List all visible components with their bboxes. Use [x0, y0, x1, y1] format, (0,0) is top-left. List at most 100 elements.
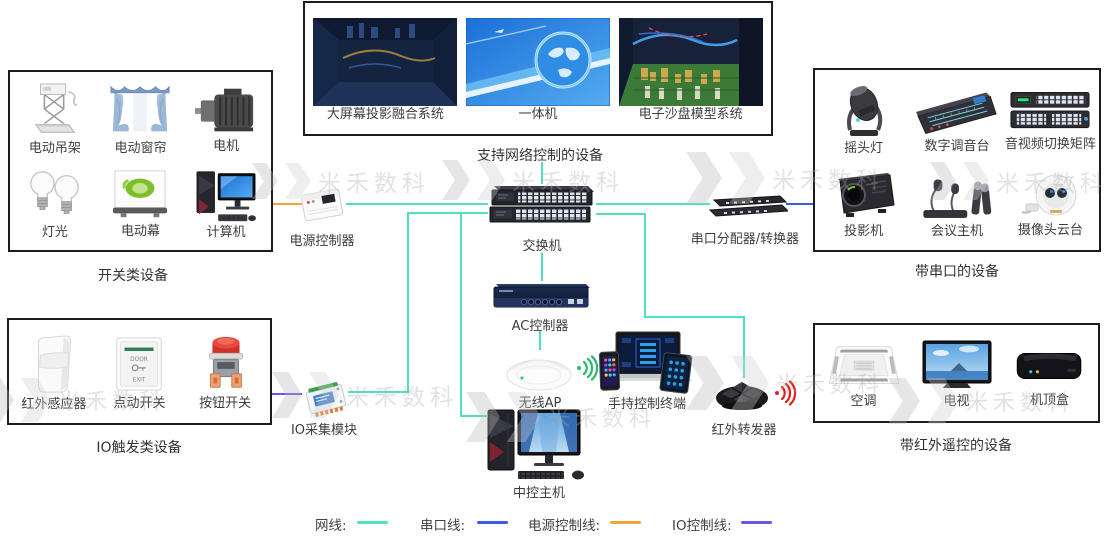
tv-icon: [922, 340, 991, 388]
device-motor: 电机: [195, 84, 257, 154]
legend-power-label: 电源控制线:: [528, 518, 601, 534]
exit-switch-door-text: DOOR: [131, 357, 149, 363]
watermark-text: 米禾数科: [346, 385, 458, 411]
net-line-switch-to-serial-splitter: [596, 203, 710, 205]
group-box-io-devices: 红外感应器 DOOR EXIT 点动开关: [7, 318, 272, 425]
watermark-chevron-icon: [272, 372, 302, 418]
net-line-powercontroller-to-switch: [346, 203, 488, 205]
device-label: 大屏幕投影融合系统: [326, 107, 444, 122]
device-exit-switch: DOOR EXIT 点动开关: [111, 335, 167, 411]
net-line-to-central-host: [460, 415, 488, 417]
device-electric-hoist: 电动吊架: [26, 82, 84, 156]
caption-network-devices: 支持网络控制的设备: [477, 148, 603, 164]
projector-icon: [837, 172, 895, 217]
device-push-button: 按钮开关: [197, 335, 253, 411]
conference-host-icon: [923, 178, 992, 218]
caption-switch-devices: 开关类设备: [98, 268, 168, 284]
central-host-icon: [487, 409, 584, 480]
device-label: 电动吊架: [28, 141, 81, 156]
legend-net-label: 网线:: [315, 518, 347, 534]
legend-serial-label: 串口线:: [420, 518, 466, 534]
device-ptz-camera: 摄像头云台: [1018, 172, 1083, 238]
network-switch-icon: [489, 186, 594, 223]
power-controller-label: 电源控制器: [289, 234, 355, 249]
io-module-icon: [305, 381, 347, 417]
io-line-iobox-to-io-module: [272, 393, 302, 395]
ir-repeater-icon: [716, 382, 768, 410]
moving-head-light-icon: [846, 85, 882, 136]
group-box-ir-devices: 空调 电视 机顶盒: [813, 323, 1100, 423]
ac-controller-icon: [493, 284, 590, 308]
device-pir-sensor: 红外感应器: [21, 334, 86, 412]
net-line-switch-right-branch: [596, 213, 646, 215]
net-line-to-ir-repeater-h: [644, 316, 745, 318]
av-matrix-icon: [1010, 91, 1090, 128]
device-label: 一体机: [518, 107, 558, 122]
device-sand-table: 电子沙盘模型系统: [618, 18, 763, 122]
set-top-box-icon: [1016, 353, 1081, 379]
legend-power-swatch: [610, 521, 641, 524]
device-label: 点动开关: [113, 395, 166, 411]
light-bulbs-icon: [30, 171, 79, 214]
digital-mixer-icon: [915, 91, 997, 134]
wifi-signal-icon: [577, 355, 599, 381]
net-line-switch-left-branch: [407, 212, 488, 214]
net-line-down-right: [644, 213, 646, 318]
projection-screen-icon: [113, 170, 168, 218]
device-label: 电动窗帘: [114, 141, 167, 156]
device-set-top-box: 机顶盒: [1013, 340, 1087, 408]
serial-splitter-icon: [708, 195, 788, 217]
network-switch-label: 交换机: [522, 239, 562, 254]
device-label: 投影机: [844, 223, 884, 239]
device-label: 按钮开关: [199, 395, 252, 411]
device-label: 红外感应器: [21, 396, 87, 412]
computer-icon: [196, 171, 257, 222]
net-line-to-io-module: [348, 391, 409, 393]
serial-splitter-label: 串口分配器/转换器: [690, 232, 800, 247]
device-label: 电子沙盘模型系统: [638, 107, 743, 122]
motor-icon: [195, 88, 254, 132]
device-projection-screen: 电动幕: [111, 169, 169, 239]
handheld-terminal-icon: [598, 331, 693, 394]
central-host-label: 中控主机: [512, 486, 566, 501]
device-label: 电视: [943, 394, 970, 409]
device-digital-mixer: 数字调音台: [915, 84, 998, 154]
device-label: 机顶盒: [1029, 393, 1069, 408]
legend-net-swatch: [357, 521, 388, 524]
device-projection-fusion: 大屏幕投影融合系统: [313, 18, 458, 122]
serial-line-splitter-to-serialbox: [786, 203, 813, 205]
io-module-label: IO采集模块: [290, 423, 358, 438]
device-label: 计算机: [206, 225, 246, 240]
device-label: 电动幕: [120, 224, 160, 239]
group-box-switch-devices: 电动吊架 电动窗帘: [8, 70, 273, 252]
device-all-in-one: 一体机: [465, 18, 610, 122]
legend-serial-swatch: [477, 521, 508, 524]
device-conference-host: 会议主机: [920, 171, 994, 239]
device-tv: 电视: [921, 339, 993, 409]
watermark-chevron-icon: [442, 160, 470, 200]
caption-ir-devices: 带红外遥控的设备: [900, 438, 1012, 454]
device-electric-curtain: 电动窗帘: [109, 82, 171, 156]
electric-curtain-icon: [110, 85, 171, 132]
ac-controller-label: AC控制器: [511, 319, 569, 334]
net-line-down-to-io-module: [407, 212, 409, 393]
sand-table-screen-image: [618, 18, 763, 106]
push-button-icon: [209, 336, 244, 388]
handheld-terminal-label: 手持控制终端: [607, 397, 687, 412]
net-line-switch-to-ac-controller: [541, 253, 543, 281]
net-line-ac-to-ap: [539, 331, 541, 350]
net-line-to-ir-repeater-v: [743, 316, 745, 378]
device-air-conditioner: 空调: [827, 339, 901, 409]
device-label: 灯光: [41, 225, 68, 240]
legend-io-swatch: [741, 521, 772, 524]
wireless-ap-icon: [506, 359, 572, 391]
device-label: 数字调音台: [924, 138, 990, 154]
group-box-serial-devices: 摇头灯 数字调音台 音视频切: [813, 68, 1101, 252]
all-in-one-screen-image: [465, 18, 610, 106]
device-projector: 投影机: [832, 171, 896, 239]
ir-repeater-label: 红外转发器: [711, 423, 777, 438]
device-moving-head-light: 摇头灯: [836, 82, 892, 156]
projection-fusion-screen-image: [313, 18, 458, 106]
exit-switch-icon: DOOR EXIT: [116, 336, 163, 391]
